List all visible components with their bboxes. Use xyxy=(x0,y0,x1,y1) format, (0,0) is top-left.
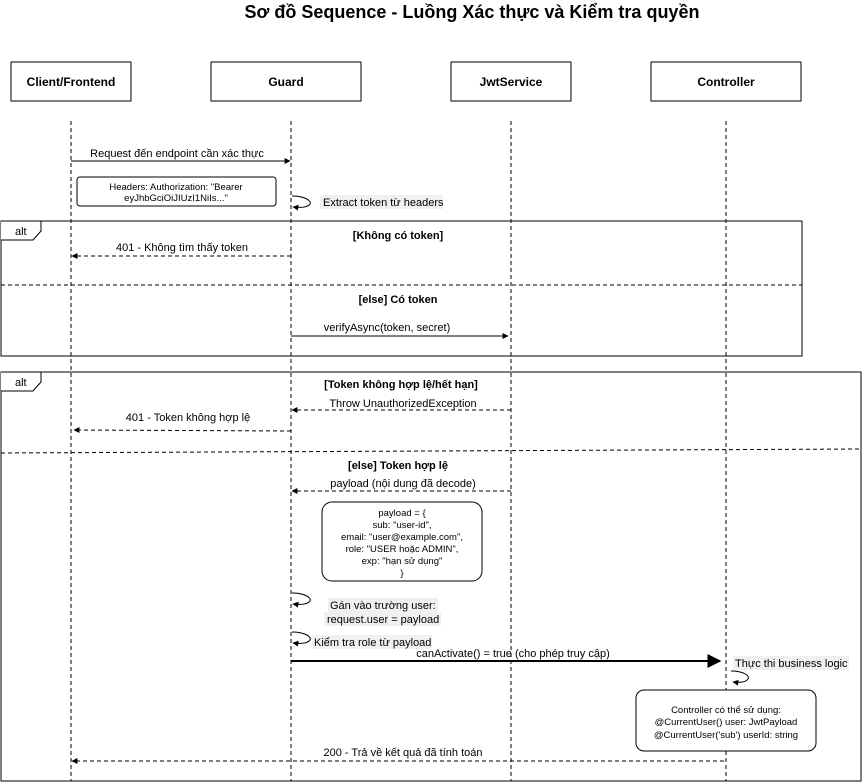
note-line: @CurrentUser() user: JwtPayload xyxy=(655,717,798,728)
note-line: eyJhbGciOiJIUzI1NiIs..." xyxy=(124,193,228,204)
note-line: exp: "hạn sử dụng" xyxy=(362,556,443,567)
message-label: Kiểm tra role từ payload xyxy=(314,637,431,649)
message-label: payload (nội dung đã decode) xyxy=(330,478,476,490)
message-verify-async[interactable]: verifyAsync(token, secret) xyxy=(291,322,509,339)
message-throw-unauthorized[interactable]: Throw UnauthorizedException xyxy=(291,398,511,413)
message-401-invalid-token[interactable]: 401 - Token không hợp lệ xyxy=(73,412,292,434)
note-line: sub: "user-id", xyxy=(372,520,431,531)
message-label: Thực thi business logic xyxy=(735,658,848,670)
message-payload[interactable]: payload (nội dung đã decode) xyxy=(291,478,511,494)
guard-condition: [Không có token] xyxy=(353,230,444,242)
note-line: email: "user@example.com", xyxy=(341,532,463,543)
alt-frame-1: alt [Không có token] [else] Có token xyxy=(0,220,803,357)
message-label: 401 - Token không hợp lệ xyxy=(126,412,250,424)
message-request[interactable]: Request đến endpoint cần xác thực xyxy=(71,148,291,164)
message-label: Extract token từ headers xyxy=(323,197,444,209)
note-headers: Headers: Authorization: "Bearer eyJhbGci… xyxy=(76,176,277,207)
alt-frame-2: alt [Token không hợp lệ/hết hạn] [else] … xyxy=(0,371,862,782)
message-label: request.user = payload xyxy=(327,614,439,626)
message-401-no-token[interactable]: 401 - Không tìm thấy token xyxy=(71,242,291,259)
note-line: } xyxy=(400,568,403,579)
message-can-activate[interactable]: canActivate() = true (cho phép truy cập) xyxy=(291,648,722,668)
guard-condition: [else] Có token xyxy=(359,294,438,306)
alt-label: alt xyxy=(15,226,27,238)
message-200-response[interactable]: 200 - Trả về kết quả đã tính toán xyxy=(71,747,724,764)
participant-label: Guard xyxy=(268,75,303,89)
note-controller: Controller có thể sử dụng: @CurrentUser(… xyxy=(635,689,817,752)
guard-condition: [Token không hợp lệ/hết hạn] xyxy=(324,379,478,391)
message-label: 401 - Không tìm thấy token xyxy=(116,242,248,254)
participant-guard[interactable]: Guard xyxy=(210,61,362,102)
guard-condition: [else] Token hợp lệ xyxy=(348,460,448,472)
page-title: Sơ đồ Sequence - Luồng Xác thực và Kiểm … xyxy=(245,2,700,22)
note-line: Controller có thể sử dụng: xyxy=(671,705,781,716)
message-label: verifyAsync(token, secret) xyxy=(324,322,451,334)
note-line: payload = { xyxy=(378,508,425,519)
message-business-logic[interactable]: Thực thi business logic xyxy=(730,656,849,686)
message-label: Gán vào trường user: xyxy=(330,600,436,612)
message-check-role[interactable]: Kiểm tra role từ payload xyxy=(291,631,432,649)
participant-label: Controller xyxy=(697,75,755,89)
message-assign-user[interactable]: Gán vào trường user: request.user = payl… xyxy=(291,592,441,626)
note-line: Headers: Authorization: "Bearer xyxy=(109,182,242,193)
message-label: Throw UnauthorizedException xyxy=(329,398,476,410)
participant-label: Client/Frontend xyxy=(27,75,116,89)
message-label: Request đến endpoint cần xác thực xyxy=(90,148,264,160)
participant-controller[interactable]: Controller xyxy=(650,61,802,102)
participant-client[interactable]: Client/Frontend xyxy=(10,61,132,102)
message-label: canActivate() = true (cho phép truy cập) xyxy=(416,648,610,660)
message-extract-token[interactable]: Extract token từ headers xyxy=(291,195,444,211)
note-line: role: "USER hoặc ADMIN", xyxy=(346,544,459,555)
participant-jwtservice[interactable]: JwtService xyxy=(450,61,572,102)
alt-label: alt xyxy=(15,377,27,389)
note-payload: payload = { sub: "user-id", email: "user… xyxy=(321,501,483,582)
message-label: 200 - Trả về kết quả đã tính toán xyxy=(324,747,483,759)
participant-label: JwtService xyxy=(480,75,543,89)
note-line: @CurrentUser('sub') userId: string xyxy=(654,730,798,741)
